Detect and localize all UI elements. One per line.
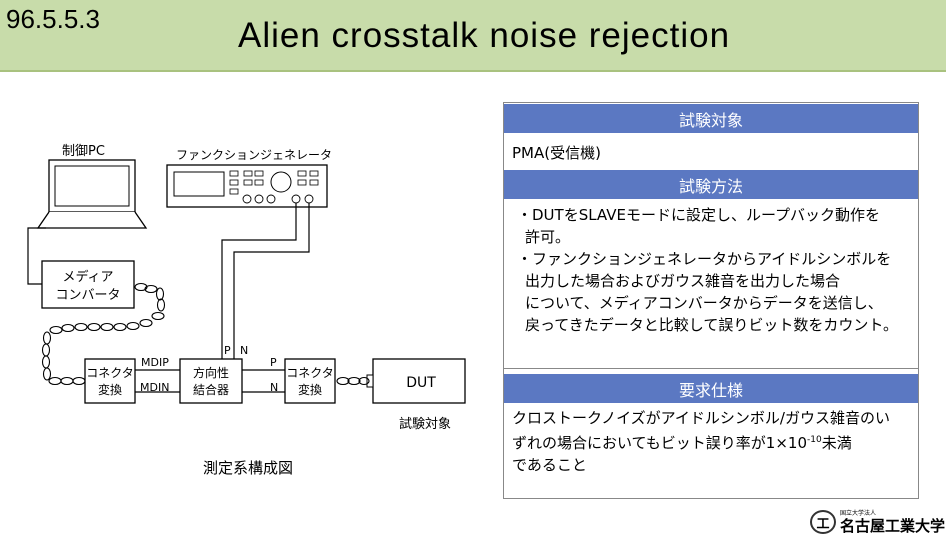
n-label-top: N: [240, 344, 248, 357]
dut-label: DUT: [406, 375, 436, 391]
n-label-right: N: [270, 381, 278, 394]
connector-converter-right-label-2: 変換: [298, 382, 322, 397]
requirement-line-3: であること: [512, 456, 587, 474]
university-logo: 工 国立大学法人 名古屋工業大学: [810, 508, 946, 536]
method-text-box: ・DUTをSLAVEモードに設定し、ループバック動作を 許可。 ・ファンクション…: [517, 204, 912, 336]
twisted-pair-cable-right: [336, 376, 370, 386]
laptop-icon: [36, 159, 148, 229]
p-label-right: P: [270, 356, 277, 369]
method-line-3: ・ファンクションジェネレータからアイドルシンボルを: [517, 250, 892, 268]
method-line-6: 戻ってきたデータと比較して誤りビット数をカウント。: [525, 316, 899, 334]
requirement-exponent: -10: [807, 435, 822, 445]
logo-name: 名古屋工業大学: [840, 517, 946, 535]
method-heading-bar: 試験方法: [504, 169, 918, 199]
slide-title: Alien crosstalk noise rejection: [238, 16, 731, 55]
target-text: PMA(受信機): [512, 144, 601, 162]
panel-divider: [504, 368, 918, 369]
section-number: 96.5.5.3: [6, 4, 100, 34]
method-line-4: 出力した場合およびガウス雑音を出力した場合: [525, 272, 841, 290]
function-generator: [166, 164, 328, 208]
media-converter-label-2: コンバータ: [55, 288, 120, 303]
dut-caption: 試験対象: [399, 416, 451, 432]
media-converter-box: メディア コンバータ: [41, 260, 135, 309]
method-line-5: について、メディアコンバータからデータを送信し、: [525, 294, 883, 312]
requirement-heading: 要求仕様: [678, 380, 743, 400]
media-converter-label-1: メディア: [62, 269, 113, 285]
requirement-heading-bar: 要求仕様: [504, 373, 918, 403]
requirement-line-1: クロストークノイズがアイドルシンボル/ガウス雑音のい: [512, 409, 890, 427]
dut-box: DUT: [366, 358, 466, 404]
test-spec-panel: 試験対象 PMA(受信機) 試験方法 ・DUTをSLAVEモードに設定し、ループ…: [503, 102, 919, 499]
requirement-line-2: ずれの場合においてもビット誤り率が1×10-10未満: [512, 429, 912, 454]
requirement-line-2-text: ずれの場合においてもビット誤り率が1×10: [512, 434, 808, 452]
university-crest-icon: 工: [810, 510, 836, 534]
connector-converter-left-label-2: 変換: [98, 382, 122, 397]
requirement-line-2-suffix: 未満: [821, 434, 852, 452]
directional-coupler-box: 方向性 結合器: [179, 358, 243, 404]
method-line-2: 許可。: [525, 228, 571, 246]
mdip-label: MDIP: [141, 356, 169, 369]
logo-small-text: 国立大学法人: [840, 510, 877, 517]
directional-coupler-label-2: 結合器: [193, 382, 229, 397]
requirement-text-box: クロストークノイズがアイドルシンボル/ガウス雑音のい ずれの場合においてもビット…: [512, 407, 912, 476]
p-label-top: P: [224, 344, 231, 357]
twisted-pair-cable-top: [41, 282, 166, 386]
diagram-caption: 測定系構成図: [203, 459, 293, 477]
method-line-1: ・DUTをSLAVEモードに設定し、ループバック動作を: [517, 206, 881, 224]
connector-converter-right-box: コネクタ 変換: [284, 358, 336, 404]
connector-converter-left-label-1: コネクタ: [86, 366, 134, 380]
method-heading: 試験方法: [678, 176, 743, 196]
target-heading-bar: 試験対象: [504, 103, 918, 133]
target-heading: 試験対象: [678, 110, 743, 130]
connector-converter-right-label-1: コネクタ: [286, 366, 334, 380]
title-header: 96.5.5.3 Alien crosstalk noise rejection: [0, 0, 946, 72]
connector-converter-left-box: コネクタ 変換: [84, 358, 136, 404]
target-text-box: PMA(受信機): [512, 142, 912, 164]
mdin-label: MDIN: [140, 381, 169, 394]
directional-coupler-label-1: 方向性: [193, 365, 229, 380]
measurement-setup-diagram: 制御PC ファンクションジェネレータ メディア コンバータ コネクタ: [27, 144, 466, 477]
function-generator-label: ファンクションジェネレータ: [176, 148, 332, 162]
wiring: [27, 203, 310, 393]
control-pc-label: 制御PC: [62, 144, 105, 159]
